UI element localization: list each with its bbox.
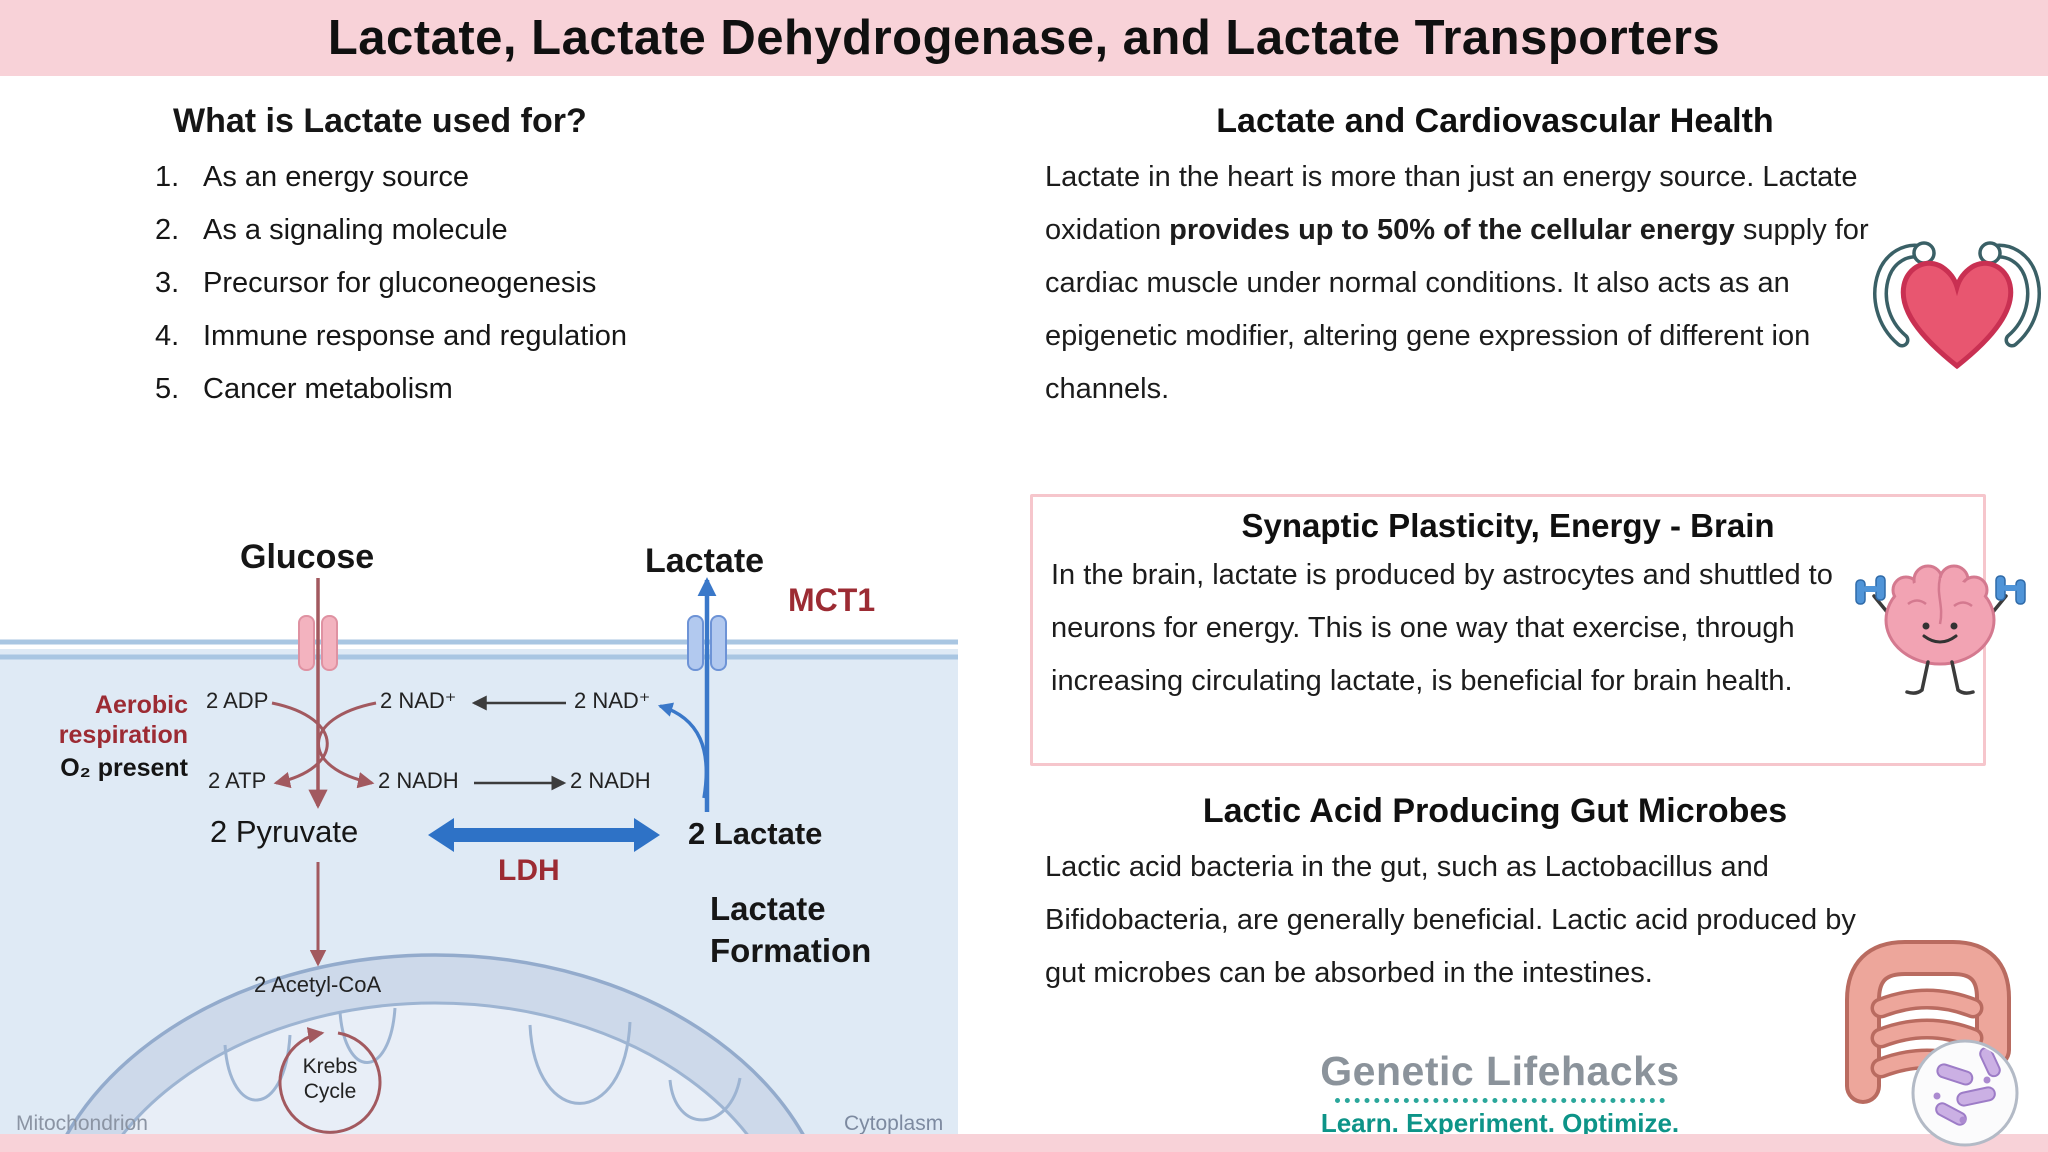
- nadh-right-label: 2 NADH: [570, 768, 651, 793]
- dumbbell-left: [1855, 575, 1886, 605]
- crista: [223, 1034, 292, 1102]
- glucose-transporter-icon: [298, 615, 338, 671]
- formation-line1: Lactate: [710, 890, 826, 927]
- aerobic-line2: respiration: [58, 721, 188, 749]
- mct1-label: MCT1: [788, 582, 876, 618]
- list-number: 2.: [155, 214, 180, 246]
- leg-right: [1950, 660, 1975, 695]
- uses-heading: What is Lactate used for?: [173, 102, 587, 140]
- title-banner: Lactate, Lactate Dehydrogenase, and Lact…: [0, 0, 2048, 76]
- eye-left: [1922, 622, 1930, 630]
- page-title: Lactate, Lactate Dehydrogenase, and Lact…: [327, 11, 1721, 65]
- heart-shape: [1900, 260, 2014, 370]
- list-label: As an energy source: [203, 161, 469, 193]
- krebs-cycle-arrow: [278, 1027, 382, 1134]
- ldh-double-arrow: [428, 818, 660, 852]
- brain-heading: Synaptic Plasticity, Energy - Brain: [1241, 507, 1775, 544]
- aerobic-respiration-label: Aerobic respiration O₂ present: [20, 690, 188, 783]
- brain-paragraph: In the brain, lactate is produced by ast…: [1051, 559, 1833, 697]
- cardio-text-after: supply for cardiac muscle under normal c…: [1045, 214, 1869, 405]
- gut-paragraph: Lactic acid bacteria in the gut, such as…: [1045, 851, 1856, 989]
- aerobic-line1: Aerobic: [94, 691, 188, 719]
- brand-tagline: Learn. Experiment. Optimize.: [1320, 1108, 1680, 1138]
- bacteria-group: [1933, 1046, 2001, 1126]
- nad-nadh-arrow: [317, 701, 377, 789]
- list-item: 5. Cancer metabolism: [155, 363, 955, 416]
- atp-label: 2 ATP: [208, 768, 267, 793]
- list-label: Immune response and regulation: [203, 320, 627, 352]
- cytoplasm-label: Cytoplasm: [844, 1112, 944, 1135]
- cardio-paragraph: Lactate in the heart is more than just a…: [1045, 151, 1925, 416]
- cardio-section: Lactate and Cardiovascular Health Lactat…: [1045, 102, 1945, 416]
- brand-logo: Genetic Lifehacks Learn. Experiment. Opt…: [1300, 1048, 1700, 1139]
- mitochondrion-shape: [64, 953, 806, 1135]
- pathway-scene: [0, 577, 958, 1135]
- list-label: Cancer metabolism: [203, 373, 453, 405]
- cardio-heading: Lactate and Cardiovascular Health: [1216, 102, 1774, 140]
- gut-heading: Lactic Acid Producing Gut Microbes: [1202, 792, 1788, 830]
- brain-section: Synaptic Plasticity, Energy - Brain In t…: [1030, 494, 1986, 766]
- brain-shape: [1884, 564, 1996, 666]
- krebs-line1: Krebs: [302, 1055, 358, 1078]
- fist-left: [1912, 241, 1936, 265]
- list-label: As a signaling molecule: [203, 214, 508, 246]
- o2-present-label: O₂ present: [60, 754, 188, 782]
- fist-right: [1978, 241, 2002, 265]
- nadh-nad-regeneration-arrow: [657, 702, 709, 799]
- nad-right-label: 2 NAD⁺: [574, 688, 651, 713]
- crista: [528, 1021, 632, 1105]
- cardio-text-before: Lactate in the heart is more than just a…: [1045, 161, 1858, 246]
- strong-heart-icon: [1873, 241, 2041, 370]
- nadh-left-label: 2 NADH: [378, 768, 459, 793]
- list-item: 4. Immune response and regulation: [155, 310, 955, 363]
- dumbbell-right: [1995, 575, 2026, 605]
- krebs-line2: Cycle: [303, 1080, 357, 1103]
- gut-microbes-icon: [1845, 940, 2019, 1147]
- crista: [668, 1077, 742, 1122]
- leg-left: [1905, 660, 1930, 695]
- mct1-transporter-icon: [687, 615, 727, 671]
- pyruvate-label: 2 Pyruvate: [210, 814, 359, 849]
- exercising-brain-icon: [1855, 564, 2026, 695]
- list-number: 3.: [155, 267, 180, 299]
- list-number: 1.: [155, 161, 180, 193]
- brand-name: Genetic Lifehacks: [1320, 1048, 1680, 1094]
- eye-right: [1950, 622, 1958, 630]
- list-label: Precursor for gluconeogenesis: [203, 267, 597, 299]
- lactate2-label: 2 Lactate: [688, 816, 823, 851]
- ldh-label: LDH: [498, 854, 560, 887]
- list-item: 3. Precursor for gluconeogenesis: [155, 257, 955, 310]
- list-number: 5.: [155, 373, 180, 405]
- dotted-divider: [1335, 1098, 1665, 1103]
- gut-section: Lactic Acid Producing Gut Microbes Lacti…: [1045, 792, 1945, 1000]
- mitochondrion-label: Mitochondrion: [16, 1112, 148, 1135]
- list-item: 1. As an energy source: [155, 151, 955, 204]
- cell-diagram: Glucose Lactate MCT1 Aerobic respiration…: [0, 520, 980, 1135]
- lactate-formation-label: Lactate Formation: [710, 888, 871, 972]
- nad-left-label: 2 NAD⁺: [380, 688, 457, 713]
- cell-membrane: [0, 639, 958, 660]
- bottom-accent-strip: [0, 1134, 2048, 1152]
- uses-section: What is Lactate used for? 1. As an energy…: [155, 102, 955, 416]
- krebs-cycle-label: Krebs Cycle: [278, 1054, 382, 1104]
- adp-label: 2 ADP: [206, 688, 269, 713]
- uses-list: 1. As an energy source 2. As a signaling m…: [155, 151, 955, 416]
- glucose-label: Glucose: [240, 538, 375, 576]
- lactate-label: Lactate: [645, 542, 765, 580]
- adp-atp-arrow: [271, 701, 329, 789]
- acetyl-coa-label: 2 Acetyl-CoA: [254, 972, 382, 997]
- list-item: 2. As a signaling molecule: [155, 204, 955, 257]
- formation-line2: Formation: [710, 932, 872, 969]
- cardio-text-bold: provides up to 50% of the cellular energ…: [1169, 214, 1735, 246]
- smile: [1922, 634, 1958, 644]
- list-number: 4.: [155, 320, 180, 352]
